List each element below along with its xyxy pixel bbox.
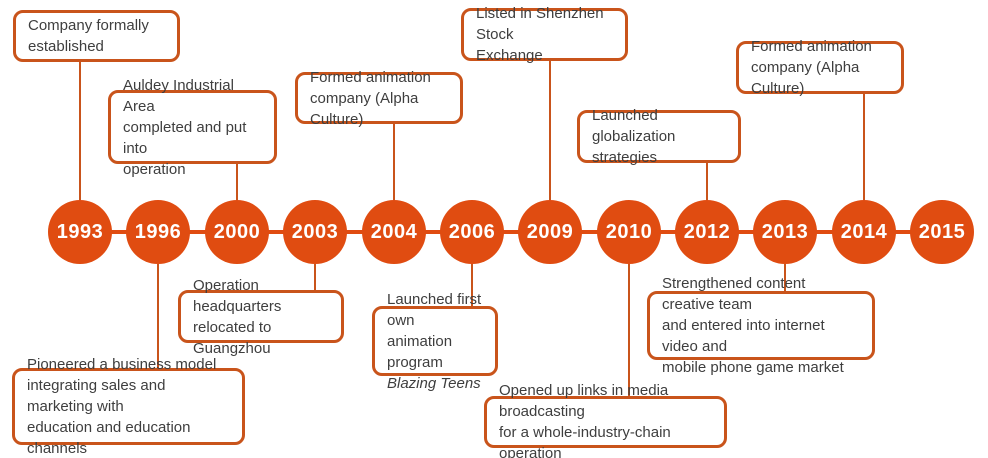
connector-line-2014-top <box>863 92 865 200</box>
year-label: 2000 <box>213 220 261 243</box>
event-text: Launched globalization strategies <box>592 105 726 168</box>
connector-line-2000-top <box>236 162 238 200</box>
year-circle-1993: 1993 <box>48 200 112 264</box>
event-text-main: Listed in Shenzhen Stock Exchange <box>476 5 604 64</box>
year-circle-2015: 2015 <box>910 200 974 264</box>
year-circle-2013: 2013 <box>753 200 817 264</box>
connector-line-1993-top <box>79 60 81 200</box>
event-text-main: Formed animation company (Alpha Culture) <box>310 68 431 128</box>
year-label: 2015 <box>918 220 966 243</box>
event-text: Auldey Industrial Area completed and put… <box>123 75 262 180</box>
event-text: Formed animation company (Alpha Culture) <box>310 67 448 130</box>
event-box-2004-top: Formed animation company (Alpha Culture) <box>295 69 463 128</box>
event-text-italic: Blazing Teens <box>387 374 481 392</box>
connector-line-2004-top <box>393 122 395 200</box>
event-text-main: Pioneered a business model integrating s… <box>27 356 217 457</box>
event-text-main: Company formally established <box>28 17 149 55</box>
event-text-main: Opened up links in media broadcasting fo… <box>499 382 671 458</box>
year-label: 2010 <box>605 220 653 243</box>
year-circle-2000: 2000 <box>205 200 269 264</box>
event-box-2009-top: Listed in Shenzhen Stock Exchange <box>461 5 628 64</box>
year-label: 2003 <box>291 220 339 243</box>
event-text-main: Operation headquarters relocated to Guan… <box>193 276 282 357</box>
event-text: Pioneered a business model integrating s… <box>27 354 230 458</box>
event-text: Listed in Shenzhen Stock Exchange <box>476 3 613 66</box>
event-box-2000-top: Auldey Industrial Area completed and put… <box>108 77 277 178</box>
year-label: 2013 <box>761 220 809 243</box>
event-box-2013-bottom: Strengthened content creative team and e… <box>647 275 875 376</box>
event-box-1996-bottom: Pioneered a business model integrating s… <box>12 356 245 457</box>
event-text-main: Auldey Industrial Area completed and put… <box>123 76 247 178</box>
event-text-main: Strengthened content creative team and e… <box>662 275 844 376</box>
connector-line-2006-bottom <box>471 264 473 308</box>
year-circle-2004: 2004 <box>362 200 426 264</box>
connector-line-1996-bottom <box>157 264 159 370</box>
event-text: Company formally established <box>28 15 149 57</box>
connector-line-2012-top <box>706 161 708 200</box>
event-box-2014-top: Formed animation company (Alpha Culture) <box>736 38 904 97</box>
event-text: Formed animation company (Alpha Culture) <box>751 36 889 99</box>
event-box-2012-top: Launched globalization strategies <box>577 107 741 166</box>
year-label: 2012 <box>683 220 731 243</box>
year-circle-2003: 2003 <box>283 200 347 264</box>
connector-line-2009-top <box>549 59 551 200</box>
connector-line-2003-bottom <box>314 264 316 292</box>
year-label: 2004 <box>370 220 418 243</box>
year-label: 2006 <box>448 220 496 243</box>
year-label: 2014 <box>840 220 888 243</box>
year-circle-2012: 2012 <box>675 200 739 264</box>
event-text-main: Launched globalization strategies <box>592 107 676 166</box>
connector-line-2013-bottom <box>784 264 786 293</box>
timeline-axis-line <box>80 230 942 234</box>
year-circle-1996: 1996 <box>126 200 190 264</box>
year-label: 1996 <box>134 220 182 243</box>
event-box-2003-bottom: Operation headquarters relocated to Guan… <box>178 277 344 357</box>
year-circle-2014: 2014 <box>832 200 896 264</box>
event-text-main: Launched first own animation program <box>387 290 482 371</box>
event-text: Opened up links in media broadcasting fo… <box>499 380 712 458</box>
event-box-2010-bottom: Opened up links in media broadcasting fo… <box>484 382 727 458</box>
year-label: 2009 <box>526 220 574 243</box>
year-circle-2010: 2010 <box>597 200 661 264</box>
year-circle-2006: 2006 <box>440 200 504 264</box>
event-text-main: Formed animation company (Alpha Culture) <box>751 38 872 97</box>
event-text: Strengthened content creative team and e… <box>662 273 860 378</box>
year-circle-2009: 2009 <box>518 200 582 264</box>
year-label: 1993 <box>56 220 104 243</box>
event-box-1993-top: Company formally established <box>13 10 180 62</box>
event-text: Operation headquarters relocated to Guan… <box>193 275 329 359</box>
connector-line-2010-bottom <box>628 264 630 398</box>
